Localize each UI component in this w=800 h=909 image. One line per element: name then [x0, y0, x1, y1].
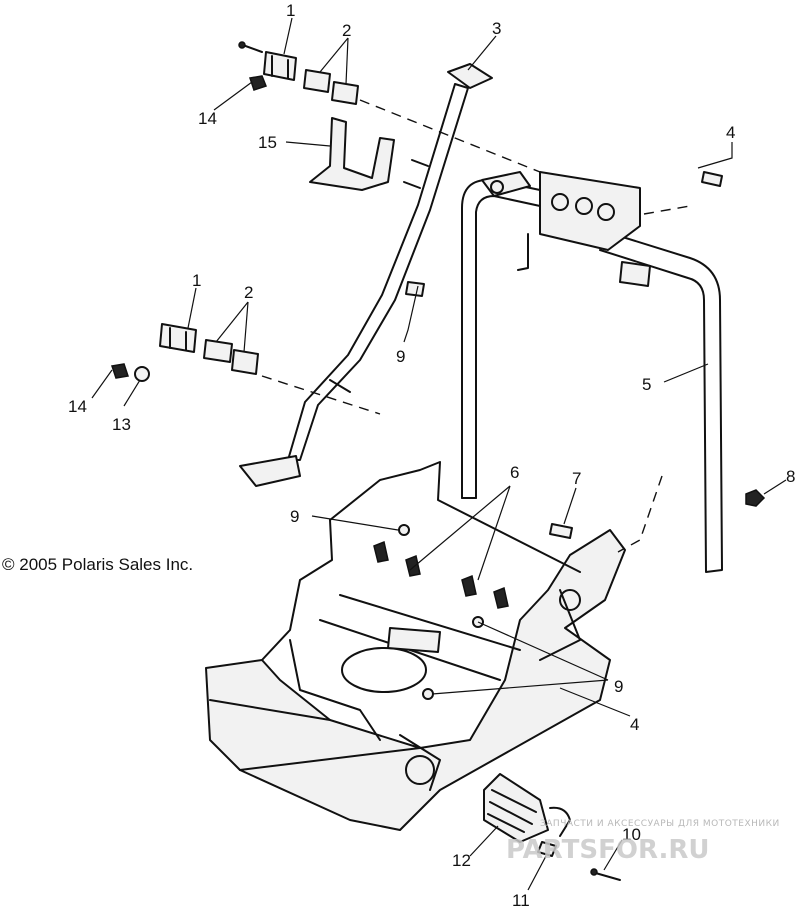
callout-9-right: 9: [614, 677, 623, 696]
upper-bracket-group: [238, 41, 395, 191]
steering-post: [239, 63, 493, 487]
callout-9-mid: 9: [396, 347, 405, 366]
callout-7: 7: [572, 469, 581, 488]
assembly-lines: [261, 99, 691, 553]
chassis-bulkhead: [205, 461, 626, 831]
leader-lines: [91, 17, 787, 891]
watermark-logo: PARTSFOR.RU: [506, 835, 709, 865]
callout-3: 3: [492, 19, 501, 38]
callout-11: 11: [512, 891, 530, 909]
watermark-tagline: ЗАПЧАСТИ И АКСЕССУАРЫ ДЛЯ МОТОТЕХНИКИ: [540, 819, 780, 829]
boot-assembly: [483, 773, 621, 881]
copyright-notice: © 2005 Polaris Sales Inc.: [2, 555, 193, 574]
callout-5: 5: [642, 375, 651, 394]
callout-13: 13: [112, 415, 131, 434]
callout-6: 6: [510, 463, 519, 482]
callout-8: 8: [786, 467, 795, 486]
callout-1-top: 1: [286, 1, 295, 20]
steering-hoop: [405, 171, 723, 573]
callouts: 1 2 3 4 14 15 9 1 2 14 13 5 6 7 8 9 9 4 …: [68, 1, 795, 909]
callout-2-top: 2: [342, 21, 351, 40]
callout-4-bottom: 4: [630, 715, 639, 734]
watermark: ЗАПЧАСТИ И АКСЕССУАРЫ ДЛЯ МОТОТЕХНИКИ PA…: [506, 819, 780, 865]
callout-14-mid: 14: [68, 397, 87, 416]
callout-15: 15: [258, 133, 277, 152]
callout-9-left: 9: [290, 507, 299, 526]
middle-bracket-group: [111, 323, 259, 382]
callout-4-top: 4: [726, 123, 735, 142]
callout-10: 10: [622, 825, 641, 844]
callout-1-mid: 1: [192, 271, 201, 290]
callout-12: 12: [452, 851, 471, 870]
callout-2-mid: 2: [244, 283, 253, 302]
callout-14-top: 14: [198, 109, 217, 128]
fasteners: [549, 171, 766, 539]
